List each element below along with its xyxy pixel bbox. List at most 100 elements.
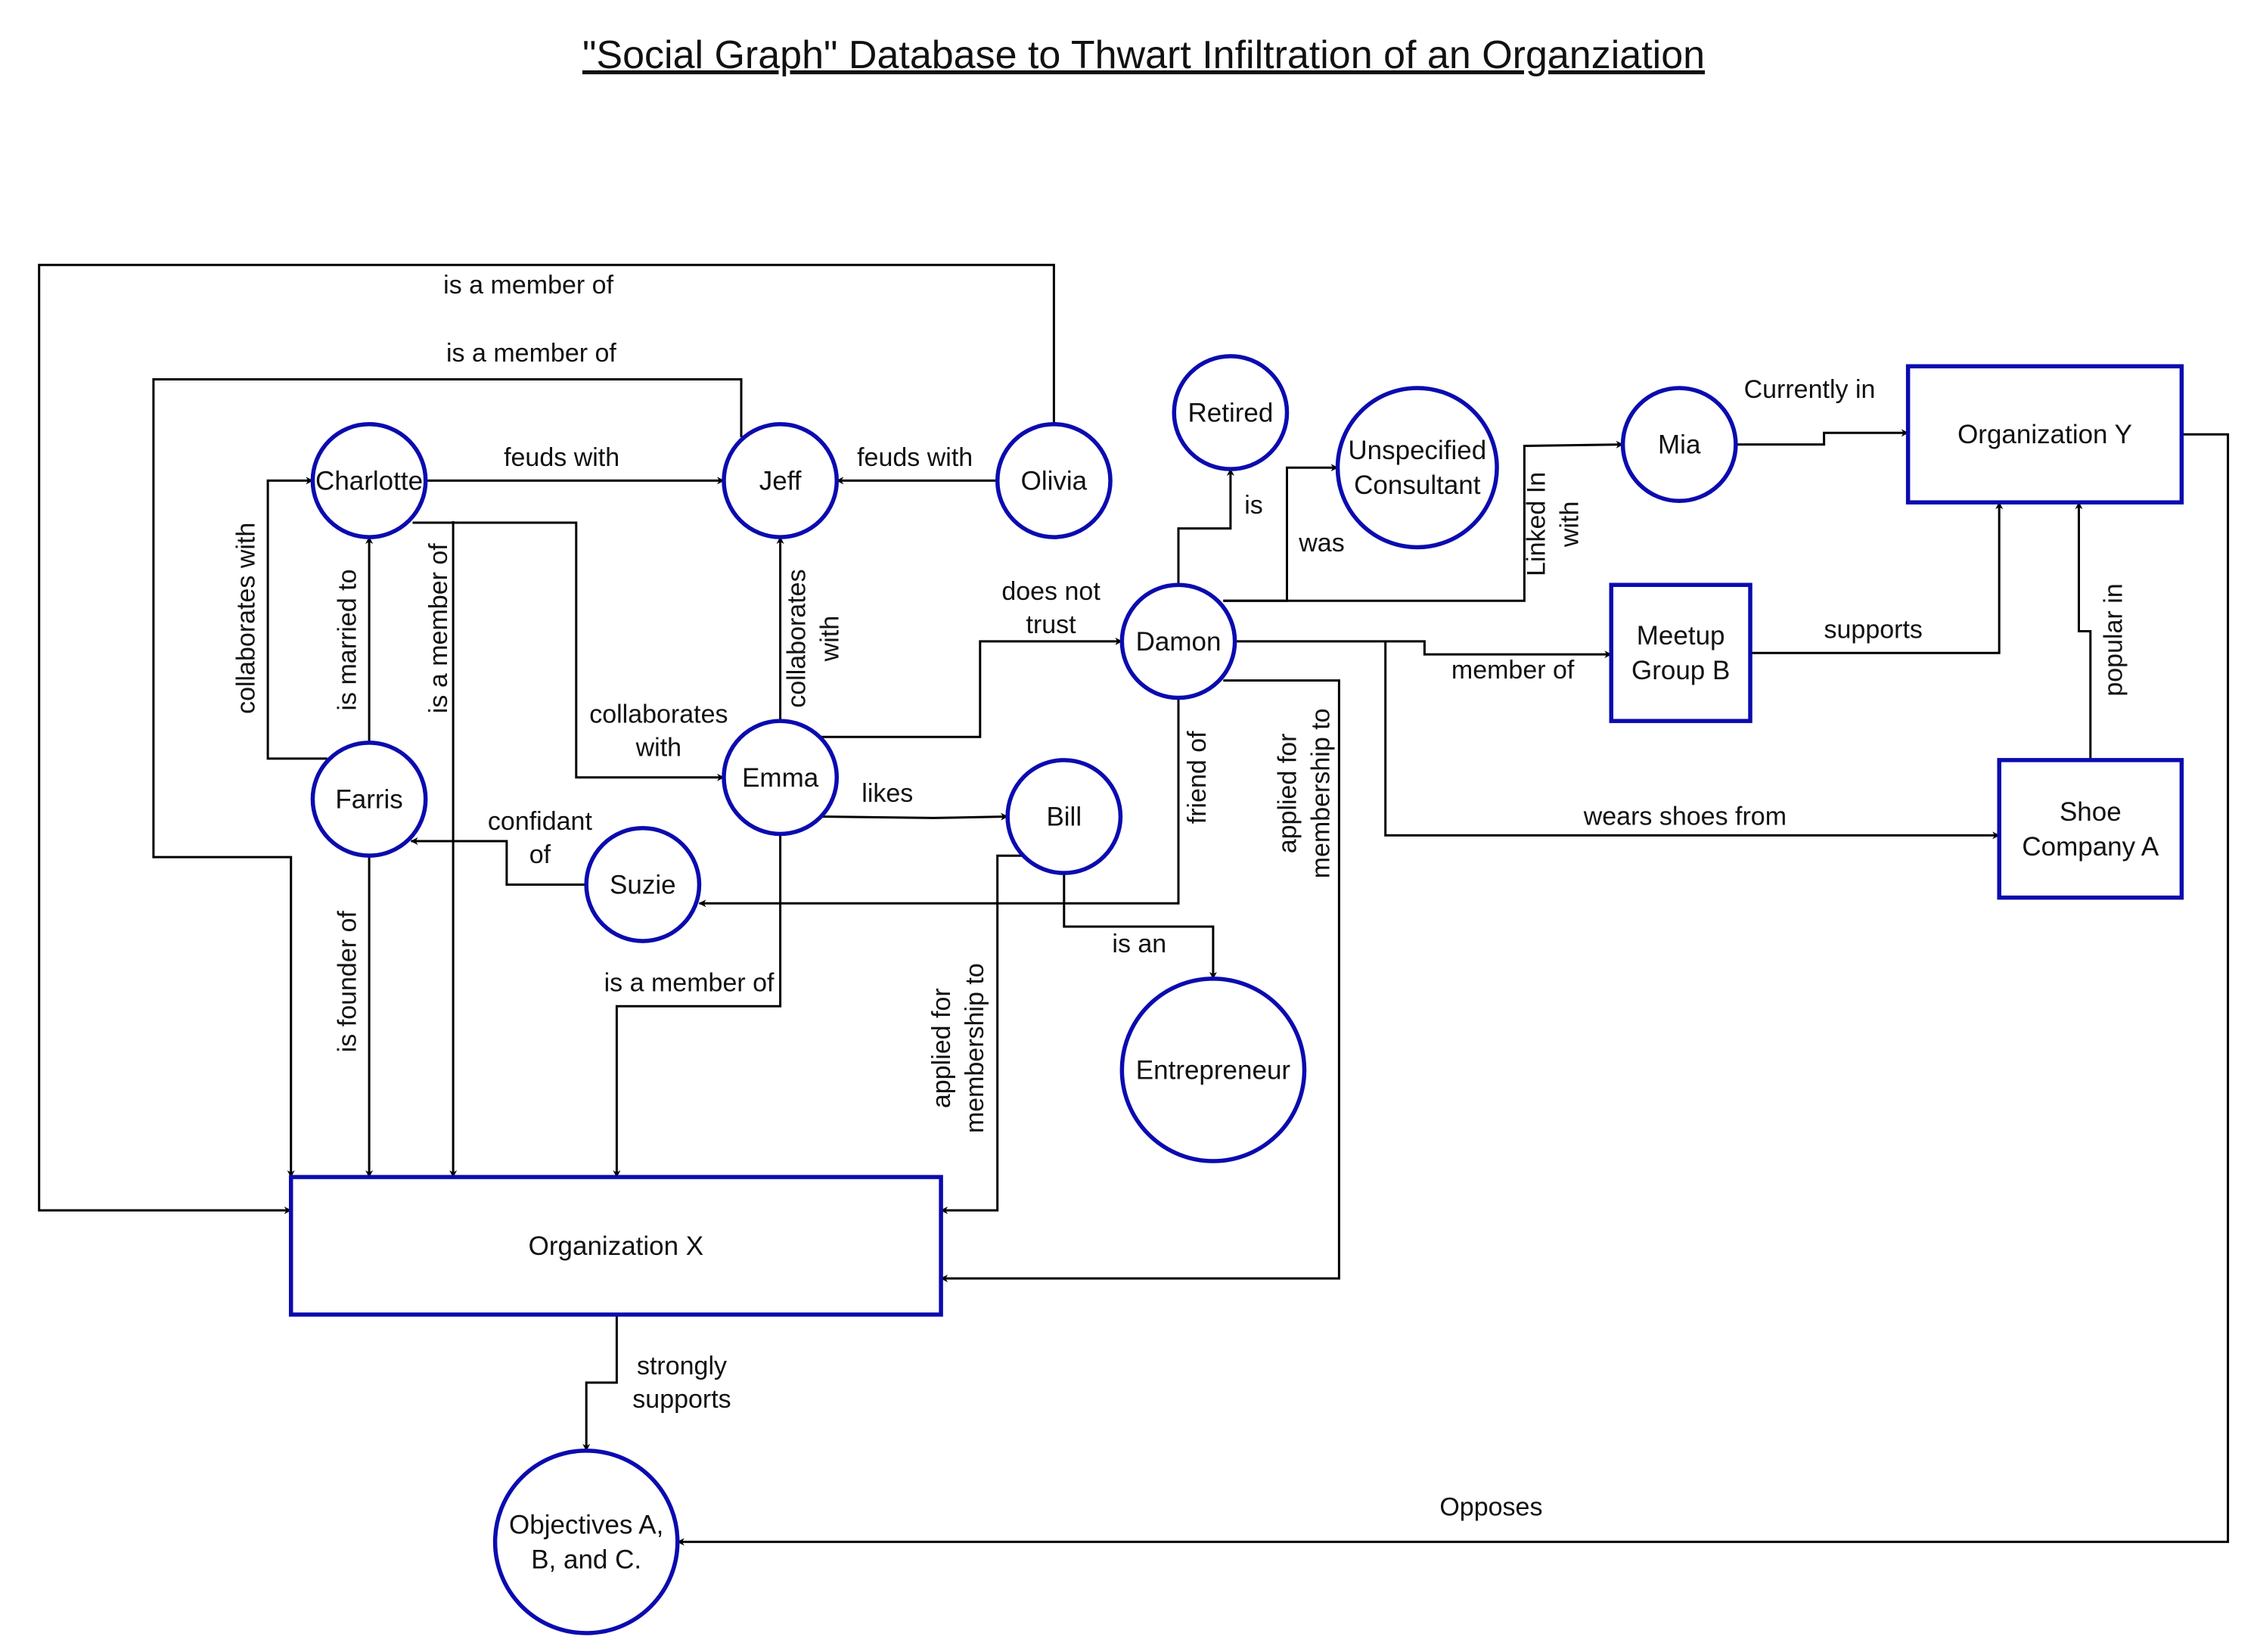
edge-arrow xyxy=(1177,468,1234,585)
edge-org_y-to-objectives: Opposes xyxy=(676,433,2230,1546)
node-circle xyxy=(722,719,840,837)
edge-arrow xyxy=(1384,641,2001,840)
edge-arrow xyxy=(410,837,587,886)
edge-arrow xyxy=(613,834,782,1178)
node-label: Bill xyxy=(1046,802,1082,831)
edge-label: is a member of xyxy=(604,969,775,998)
node-bill: Bill xyxy=(1005,758,1123,875)
edge-charlotte-to-jeff: feuds with xyxy=(425,443,725,485)
edge-label: collaborates with xyxy=(231,523,260,714)
edge-label: member of xyxy=(1451,656,1575,685)
node-suzie: Suzie xyxy=(584,826,702,943)
node-label: Olivia xyxy=(1021,466,1088,495)
node-mia: Mia xyxy=(1620,386,1738,503)
edge-arrow xyxy=(2075,502,2092,760)
node-circle xyxy=(310,422,428,539)
node-circle xyxy=(1119,977,1307,1163)
edge-arrow xyxy=(152,378,743,1178)
node-box xyxy=(288,1175,943,1317)
edge-arrow xyxy=(819,637,1123,738)
node-damon: Damon xyxy=(1119,582,1237,700)
node-label: Objectives A,B, and C. xyxy=(509,1510,663,1574)
node-label: Jeff xyxy=(759,466,802,495)
node-circle xyxy=(1119,582,1237,700)
edge-label: was xyxy=(1298,529,1344,557)
edge-arrow xyxy=(676,433,2230,1546)
edge-label: is married to xyxy=(333,569,362,710)
node-circle xyxy=(722,422,840,539)
edge-label: is xyxy=(1244,491,1263,520)
node-label: Damon xyxy=(1136,626,1222,656)
node-label: Farris xyxy=(335,784,402,814)
edge-damon-to-suzie: friend of xyxy=(698,697,1212,908)
edge-label: Currently in xyxy=(1744,375,1876,404)
edge-arrow xyxy=(819,812,1009,821)
node-circle xyxy=(1172,354,1290,471)
edge-arrow xyxy=(1750,502,2004,654)
edge-label: feuds with xyxy=(504,443,619,472)
edge-arrow xyxy=(1735,429,1909,446)
node-label: Charlotte xyxy=(315,466,423,495)
node-label: Suzie xyxy=(610,870,676,899)
edge-damon-to-retired: is xyxy=(1177,468,1263,585)
edge-arrow xyxy=(940,854,1023,1215)
edge-olivia-to-org_x: is a member of xyxy=(38,263,1055,1215)
node-circle xyxy=(584,826,702,943)
node-circle xyxy=(1335,386,1499,550)
node-circle xyxy=(1005,758,1123,875)
node-label: Organization Y xyxy=(1957,420,2132,449)
node-entrepreneur: Entrepreneur xyxy=(1119,977,1307,1163)
node-olivia: Olivia xyxy=(995,422,1113,539)
edge-label: Opposes xyxy=(1439,1492,1542,1521)
node-circle xyxy=(310,741,428,858)
edge-damon-to-meetup_b: member of xyxy=(1234,640,1613,685)
node-emma: Emma xyxy=(722,719,840,837)
edge-label: is a member of xyxy=(446,339,616,368)
edge-arrow xyxy=(1223,440,1624,602)
node-org_x: Organization X xyxy=(288,1175,943,1317)
edge-damon-to-shoe_a: wears shoes from xyxy=(1384,641,2001,840)
edge-farris-to-org_x: is founder of xyxy=(333,856,374,1178)
node-circle xyxy=(492,1449,680,1635)
page-title: "Social Graph" Database to Thwart Infilt… xyxy=(582,33,1705,77)
edge-arrow xyxy=(698,697,1180,908)
node-org_y: Organization Y xyxy=(1905,364,2184,505)
edge-label: feuds with xyxy=(857,443,973,472)
edge-label: is a member of xyxy=(443,271,613,300)
node-jeff: Jeff xyxy=(722,422,840,539)
node-objectives: Objectives A,B, and C. xyxy=(492,1449,680,1635)
edge-meetup_b-to-org_y: supports xyxy=(1750,502,2004,654)
edge-label: friend of xyxy=(1183,731,1212,824)
edge-label: likes xyxy=(861,779,913,808)
edge-label: is an xyxy=(1112,930,1166,958)
node-label: Emma xyxy=(742,762,819,792)
edge-arrow xyxy=(266,477,328,760)
edge-label: is founder of xyxy=(333,911,362,1053)
node-label: Entrepreneur xyxy=(1136,1055,1291,1085)
node-box xyxy=(1905,364,2184,505)
edge-arrow xyxy=(1063,873,1217,980)
edge-label: supports xyxy=(1824,616,1923,644)
edge-arrow xyxy=(412,521,725,781)
edge-mia-to-org_y: Currently in xyxy=(1735,375,1909,446)
